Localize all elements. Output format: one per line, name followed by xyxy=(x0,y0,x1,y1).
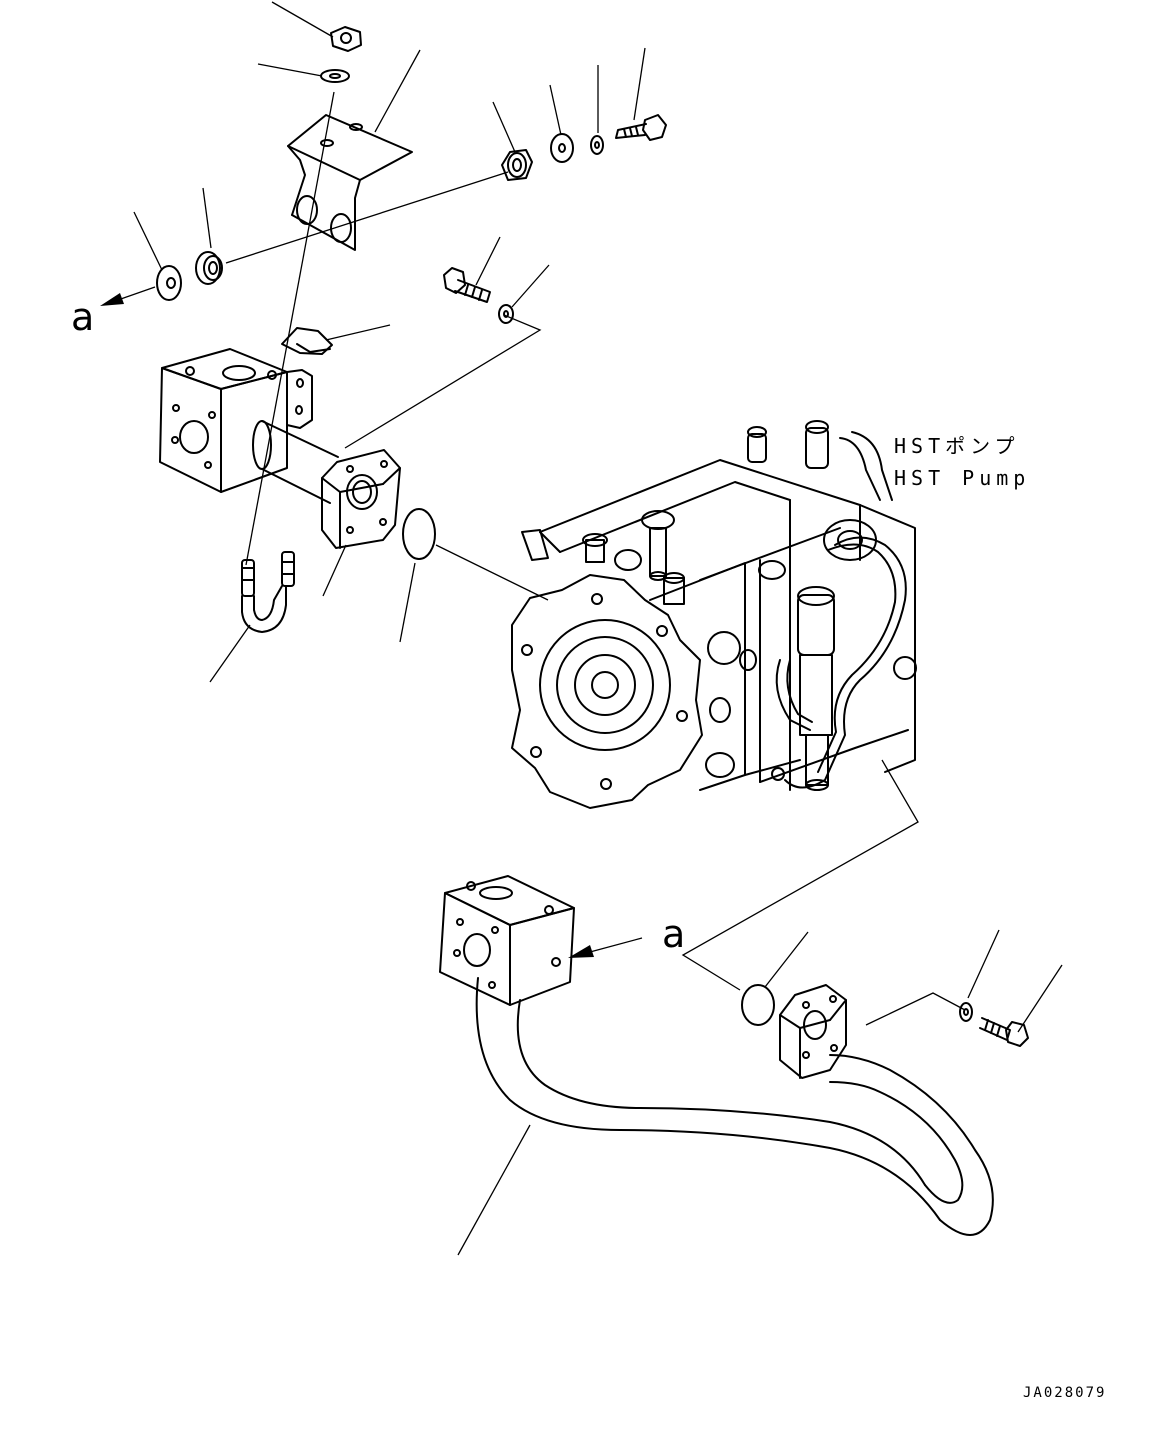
bracket xyxy=(287,114,413,251)
pipe-block-upper xyxy=(159,348,401,549)
drawing-code: JA028079 xyxy=(1023,1385,1107,1401)
o-ring-lower xyxy=(741,984,775,1026)
washer-middle xyxy=(498,304,514,324)
lock-washer-right xyxy=(590,135,604,155)
assembly-lines xyxy=(225,91,966,1026)
view-label-a-upper: a xyxy=(71,295,95,339)
pump-label-english: HST Pump xyxy=(894,466,1031,490)
bolt-top-right xyxy=(615,114,667,141)
bolt-lower xyxy=(979,1017,1029,1047)
pipe-block-lower xyxy=(439,875,575,1006)
bolt-middle xyxy=(443,267,491,303)
clamp xyxy=(281,327,333,355)
washer-large-right xyxy=(550,133,574,163)
pump-label-japanese: HSTポンプ xyxy=(894,434,1020,458)
view-arrow-upper xyxy=(100,286,156,306)
view-label-a-lower: a xyxy=(662,912,686,956)
view-arrow-lower xyxy=(568,937,643,958)
washer-left-outer xyxy=(156,265,182,301)
nut xyxy=(330,26,362,52)
hst-pump xyxy=(511,420,917,809)
rubber-mount xyxy=(501,149,533,181)
flange-lower xyxy=(779,984,847,1079)
leader-lines xyxy=(133,1,1063,1256)
collar-left xyxy=(195,251,223,285)
washer-lower xyxy=(959,1002,973,1022)
long-pipe xyxy=(475,977,994,1236)
o-ring-upper xyxy=(402,508,436,560)
u-hose xyxy=(241,551,295,633)
washer-small-top xyxy=(320,69,350,83)
